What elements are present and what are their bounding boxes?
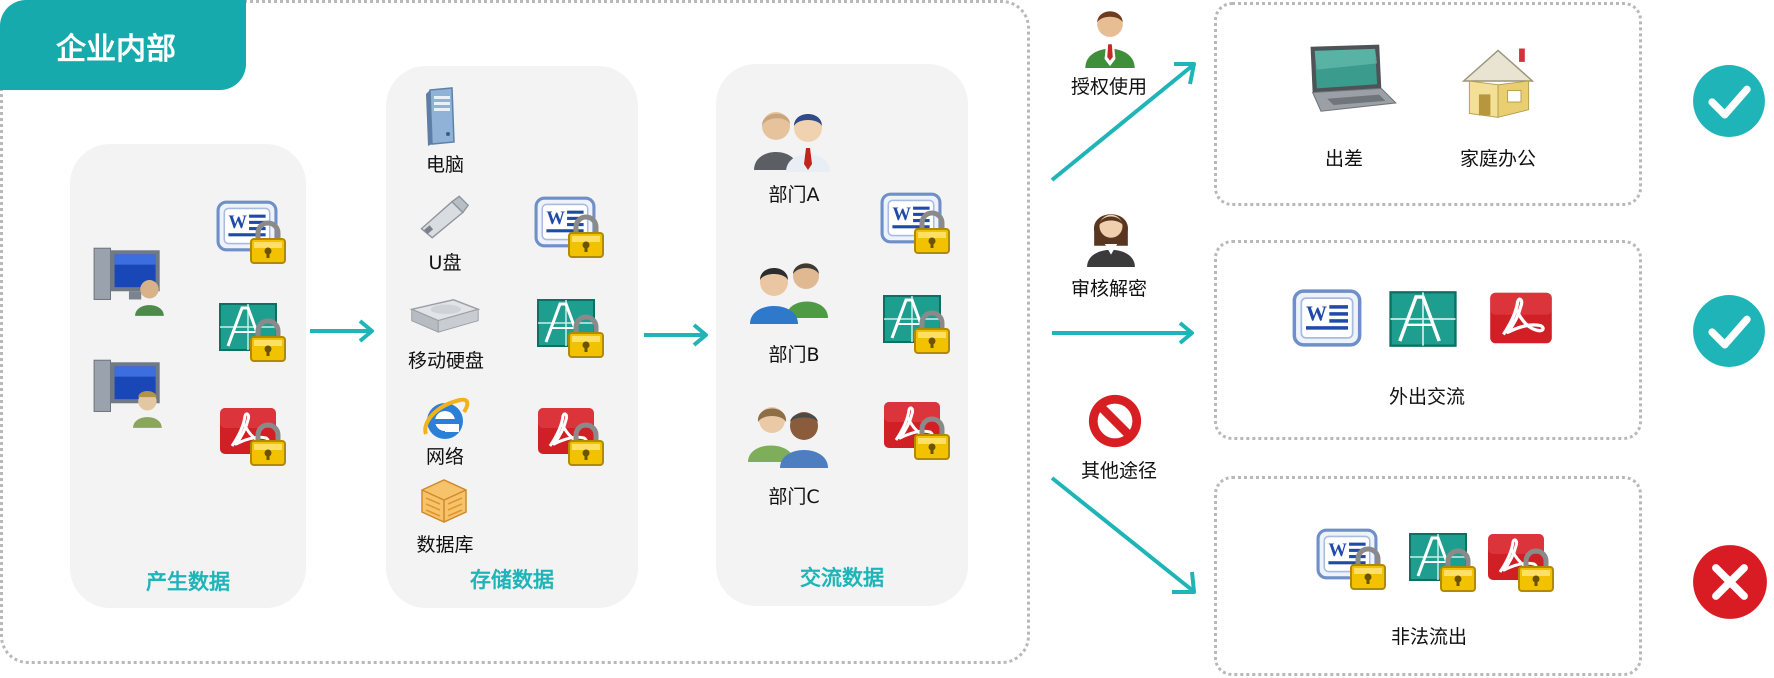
department-b-label: 部门B — [768, 344, 820, 366]
target-illegal-outflow: 非法流出 — [1390, 626, 1467, 648]
lock-icon — [912, 416, 952, 460]
store-title: 存储数据 — [470, 568, 554, 592]
channel-authorized-label: 授权使用 — [1070, 76, 1147, 98]
exchange-title: 交流数据 — [800, 566, 884, 590]
arrow-decrypt — [1052, 321, 1194, 345]
cad-icon — [1388, 290, 1458, 348]
lock-icon — [566, 422, 606, 466]
target-external-exchange: 外出交流 — [1388, 386, 1465, 408]
target-business-trip: 出差 — [1324, 148, 1363, 170]
lock-icon — [248, 318, 288, 362]
target-box-other — [1214, 476, 1642, 676]
check-icon — [1692, 64, 1766, 138]
enterprise-tab: 企业内部 — [0, 0, 246, 90]
pdf-icon — [1488, 290, 1554, 346]
target-box-decrypt — [1214, 240, 1642, 440]
cross-icon — [1692, 544, 1768, 620]
store-item-usb: U盘 — [428, 252, 462, 274]
arrow-produce-to-store — [310, 319, 374, 343]
check-icon — [1692, 294, 1766, 368]
ie-icon — [420, 394, 470, 444]
department-c-label: 部门C — [768, 486, 820, 508]
house-icon — [1456, 42, 1542, 120]
lock-icon — [1516, 548, 1556, 592]
lock-icon — [566, 314, 606, 358]
stop-icon — [1086, 392, 1144, 450]
store-item-network: 网络 — [425, 446, 464, 468]
channel-decrypt-label: 审核解密 — [1070, 278, 1147, 300]
lock-icon — [566, 214, 606, 258]
channel-other-label: 其他途径 — [1080, 460, 1157, 482]
lock-icon — [1348, 546, 1388, 590]
lock-icon — [248, 220, 288, 264]
enterprise-boundary — [0, 0, 1030, 664]
hdd-icon — [406, 294, 482, 336]
computer-user-icon — [90, 244, 172, 316]
department-b-icon — [744, 254, 834, 324]
usb-icon — [416, 194, 470, 240]
produce-title: 产生数据 — [146, 570, 230, 594]
database-icon — [414, 476, 474, 526]
arrow-store-to-exchange — [644, 323, 708, 347]
arrow-authorized — [1050, 62, 1196, 182]
lock-icon — [248, 422, 288, 466]
store-item-computer: 电脑 — [425, 154, 464, 176]
target-home-office: 家庭办公 — [1459, 148, 1536, 170]
enterprise-title: 企业内部 — [56, 32, 176, 67]
laptop-icon — [1296, 42, 1400, 116]
arrow-other — [1050, 476, 1196, 594]
department-c-icon — [744, 398, 834, 468]
department-a-label: 部门A — [768, 184, 820, 206]
computer-user2-icon — [90, 356, 172, 428]
lock-icon — [912, 210, 952, 254]
server-icon — [422, 86, 462, 146]
auditor-icon — [1080, 204, 1142, 268]
store-item-database: 数据库 — [416, 534, 474, 556]
lock-icon — [1438, 548, 1478, 592]
store-item-hdd: 移动硬盘 — [407, 350, 484, 372]
lock-icon — [912, 310, 952, 354]
word-icon — [1292, 288, 1362, 348]
target-box-authorized — [1214, 2, 1642, 206]
department-a-icon — [748, 104, 838, 174]
